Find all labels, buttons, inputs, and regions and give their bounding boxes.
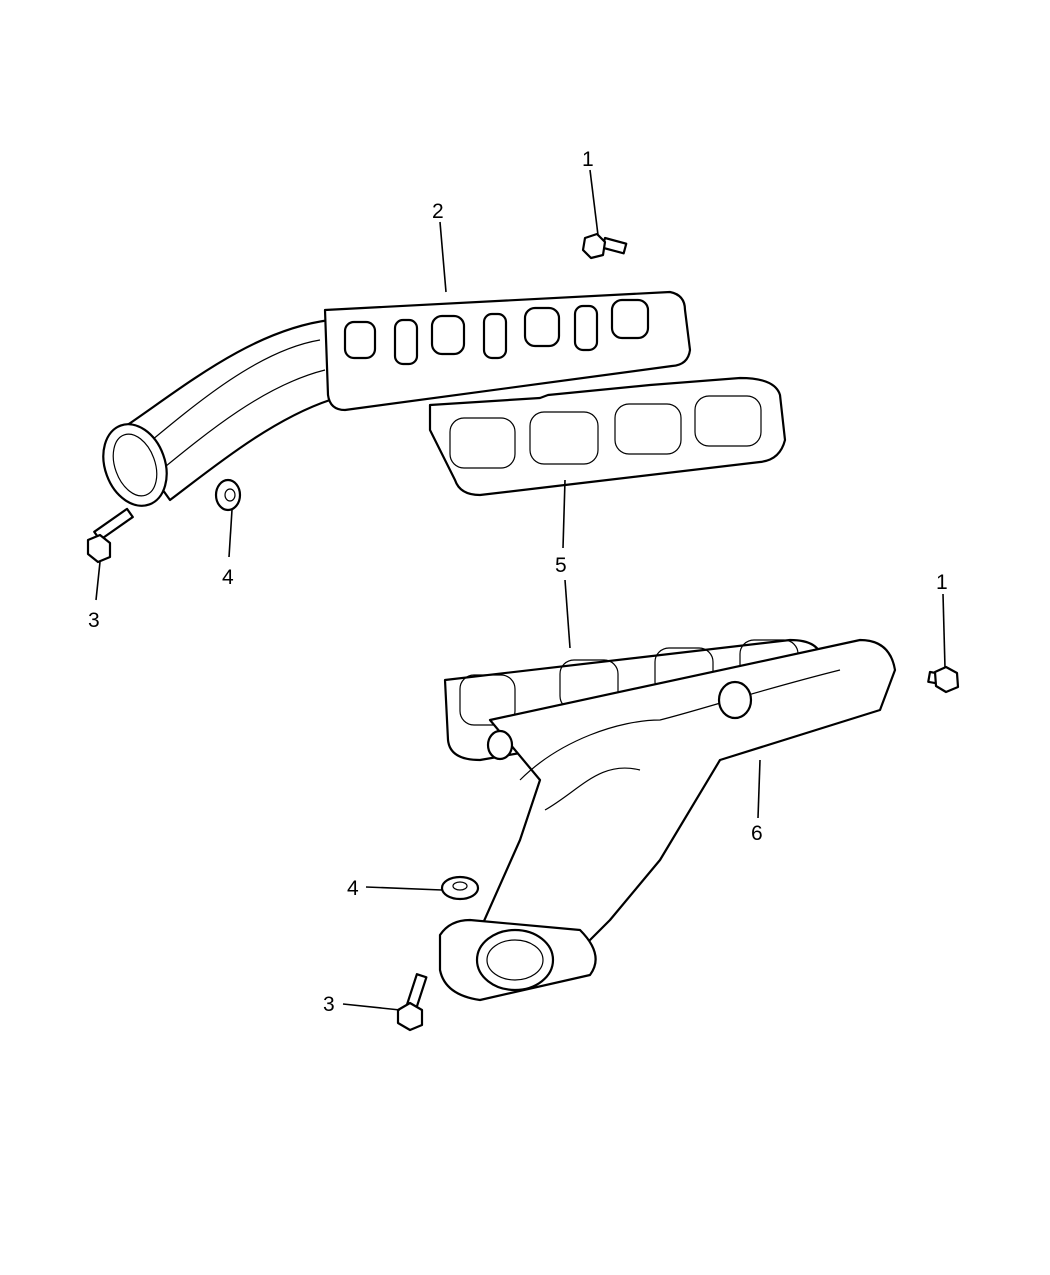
bolt-upper-left [86,507,134,564]
lower-exhaust-manifold [438,638,897,1002]
upper-manifold-gasket [428,376,787,497]
upper-manifold-ports [343,298,650,366]
callout-3-upper: 3 [88,609,100,632]
callout-6: 6 [751,822,763,845]
nut-lower [440,875,480,901]
nut-upper [214,478,242,512]
callout-1-upper: 1 [582,148,594,171]
leader-lines [95,169,946,1011]
callout-1-lower: 1 [936,571,948,594]
callout-5: 5 [555,554,567,577]
callout-2: 2 [432,200,444,223]
bolt-upper-right [581,232,628,260]
callout-4-upper: 4 [222,566,234,589]
upper-exhaust-manifold [102,290,692,507]
callout-4-lower: 4 [347,877,359,900]
bolt-lower-left [396,973,428,1032]
callout-3-lower: 3 [323,993,335,1016]
bolt-lower-right [927,665,960,694]
